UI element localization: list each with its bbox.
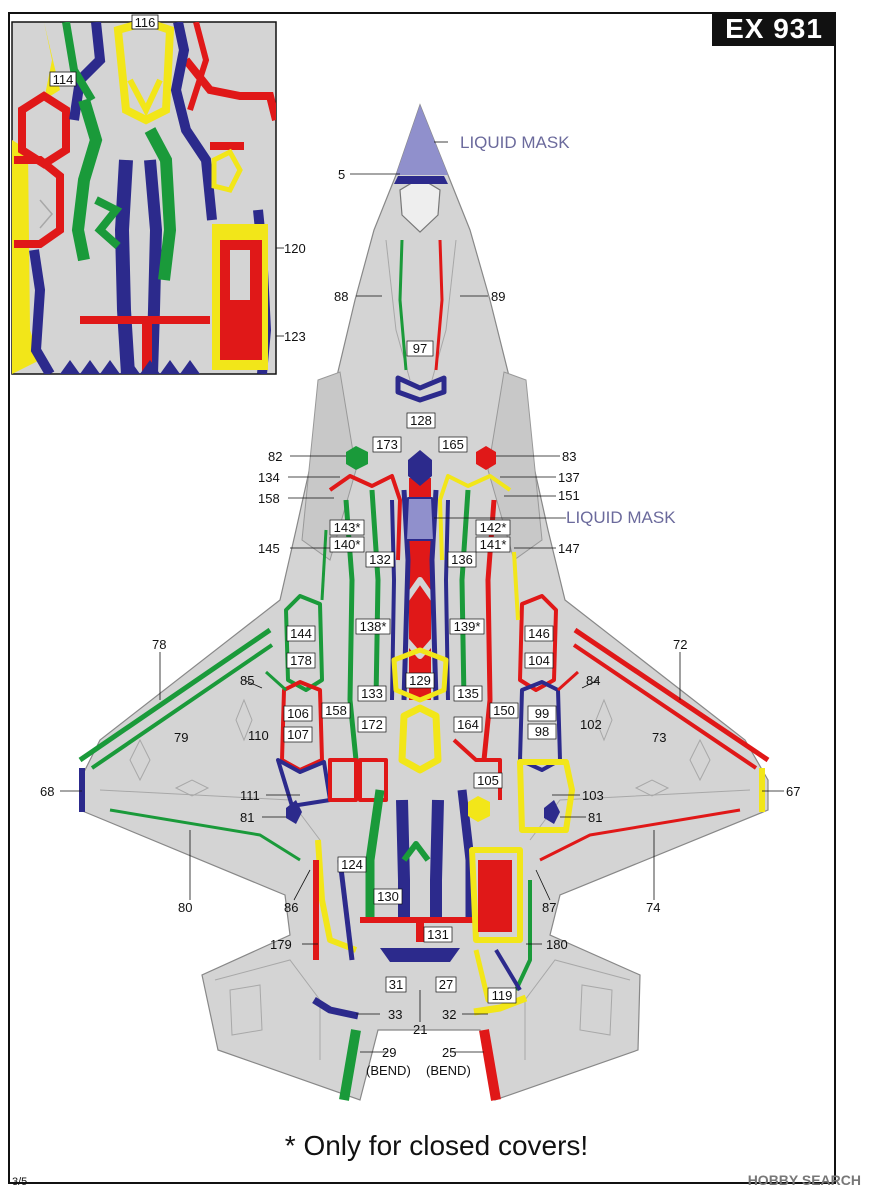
callout-140: 140* [334, 537, 361, 552]
closed-covers-note: * Only for closed covers! [284, 1130, 589, 1161]
callout-82: 82 [268, 449, 282, 464]
callout-68: 68 [40, 784, 54, 799]
callout-84: 84 [586, 673, 600, 688]
callout-133: 133 [361, 686, 383, 701]
callout-88: 88 [334, 289, 348, 304]
callout-97: 97 [413, 341, 427, 356]
callout-bend-left: (BEND) [366, 1063, 411, 1078]
callout-178: 178 [290, 653, 312, 668]
callout-leaders [60, 141, 784, 1053]
callout-boxes [283, 340, 557, 1004]
callout-86: 86 [284, 900, 298, 915]
callout-158-upper: 158 [258, 491, 280, 506]
callout-27: 27 [439, 977, 453, 992]
callout-120: 120 [284, 241, 306, 256]
callout-158-lower: 158 [325, 703, 347, 718]
decal-bands [78, 239, 770, 1101]
callout-81-right: 81 [588, 810, 602, 825]
callout-116: 116 [135, 15, 156, 30]
callout-173: 173 [376, 437, 398, 452]
callout-83: 83 [562, 449, 576, 464]
callout-150: 150 [493, 703, 515, 718]
callout-33: 33 [388, 1007, 402, 1022]
callout-72: 72 [673, 637, 687, 652]
callout-110: 110 [248, 728, 269, 743]
callout-99: 99 [535, 706, 549, 721]
callout-119: 119 [492, 988, 513, 1003]
callout-134: 134 [258, 470, 280, 485]
callout-137: 137 [558, 470, 580, 485]
callout-123: 123 [284, 329, 306, 344]
callout-25: 25 [442, 1045, 456, 1060]
callout-5: 5 [338, 167, 345, 182]
callout-21: 21 [413, 1022, 427, 1037]
callout-145: 145 [258, 541, 280, 556]
callout-106: 106 [287, 706, 309, 721]
callout-29: 29 [382, 1045, 396, 1060]
callout-144: 144 [290, 626, 312, 641]
callout-151: 151 [558, 488, 580, 503]
callout-73: 73 [652, 730, 666, 745]
inset-callouts: 116 114 120 123 [49, 14, 306, 344]
callout-165: 165 [442, 437, 464, 452]
callout-124: 124 [341, 857, 363, 872]
callout-78: 78 [152, 637, 166, 652]
callout-132: 132 [369, 552, 391, 567]
callout-103: 103 [582, 788, 604, 803]
callout-107: 107 [287, 727, 309, 742]
callout-111: 111 [240, 788, 260, 803]
liquid-mask-label-spine: LIQUID MASK [566, 508, 676, 527]
callout-130: 130 [377, 889, 399, 904]
callout-179: 179 [270, 937, 292, 952]
callout-67: 67 [786, 784, 800, 799]
callout-128: 128 [410, 413, 432, 428]
page-number: 3/5 [12, 1176, 28, 1188]
callout-74: 74 [646, 900, 660, 915]
callout-131: 131 [427, 927, 449, 942]
callout-85: 85 [240, 673, 254, 688]
callout-147: 147 [558, 541, 580, 556]
callout-102: 102 [580, 717, 602, 732]
callout-32: 32 [442, 1007, 456, 1022]
callout-135: 135 [457, 686, 479, 701]
callout-79: 79 [174, 730, 188, 745]
callout-98: 98 [535, 724, 549, 739]
brand-watermark: HOBBY SEARCH [747, 1172, 861, 1188]
callout-138: 138* [360, 619, 387, 634]
callout-labels: LIQUID MASK LIQUID MASK 5 88 89 97 128 8… [40, 133, 800, 1078]
callout-180: 180 [546, 937, 568, 952]
callout-143: 143* [334, 520, 361, 535]
callout-146: 146 [528, 626, 550, 641]
callout-164: 164 [457, 717, 479, 732]
callout-172: 172 [361, 717, 383, 732]
callout-80: 80 [178, 900, 192, 915]
decal-markers [286, 446, 560, 962]
callout-104: 104 [528, 653, 550, 668]
callout-105: 105 [477, 773, 499, 788]
callout-136: 136 [451, 552, 473, 567]
callout-87: 87 [542, 900, 556, 915]
callout-142: 142* [480, 520, 507, 535]
callout-31: 31 [389, 977, 403, 992]
callout-114: 114 [53, 72, 74, 87]
callout-bend-right: (BEND) [426, 1063, 471, 1078]
callout-141: 141* [480, 537, 507, 552]
inset-detail [11, 21, 277, 375]
canopy [394, 176, 448, 233]
callout-89: 89 [491, 289, 505, 304]
sheet-border [8, 12, 836, 1184]
liquid-mask-label-nose: LIQUID MASK [460, 133, 570, 152]
sheet-code: EX 931 [712, 12, 836, 46]
callout-129: 129 [409, 673, 431, 688]
callout-139: 139* [454, 619, 481, 634]
callout-81-left: 81 [240, 810, 254, 825]
